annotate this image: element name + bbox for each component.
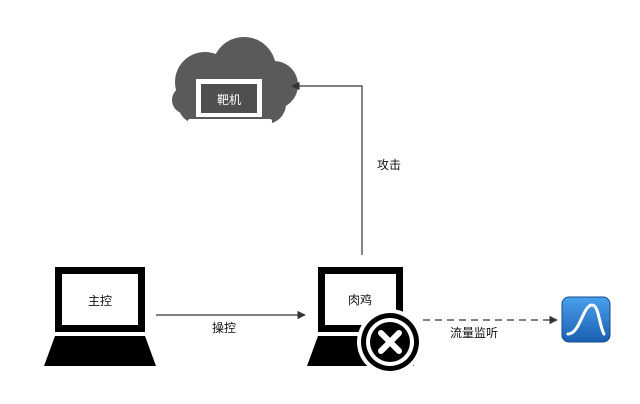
attack-arrow [291, 81, 363, 255]
target-laptop-icon [188, 79, 272, 127]
target-label: 靶机 [217, 93, 241, 107]
zombie-label: 肉鸡 [348, 292, 372, 307]
controller-label: 主控 [88, 294, 112, 308]
close-icon [357, 309, 423, 375]
control-edge: 操控 [156, 310, 306, 335]
monitor-label: 流量监听 [450, 326, 498, 340]
control-label: 操控 [212, 320, 236, 335]
monitor-edge: 流量监听 [423, 315, 558, 340]
target-node: 靶机 [172, 37, 298, 127]
controller-node: 主控 [44, 267, 156, 366]
attack-label: 攻击 [377, 158, 401, 172]
wireshark-icon [561, 296, 611, 343]
attack-edge: 攻击 [291, 81, 401, 255]
zombie-node: 肉鸡 [307, 267, 423, 375]
controller-laptop-icon [44, 267, 156, 366]
